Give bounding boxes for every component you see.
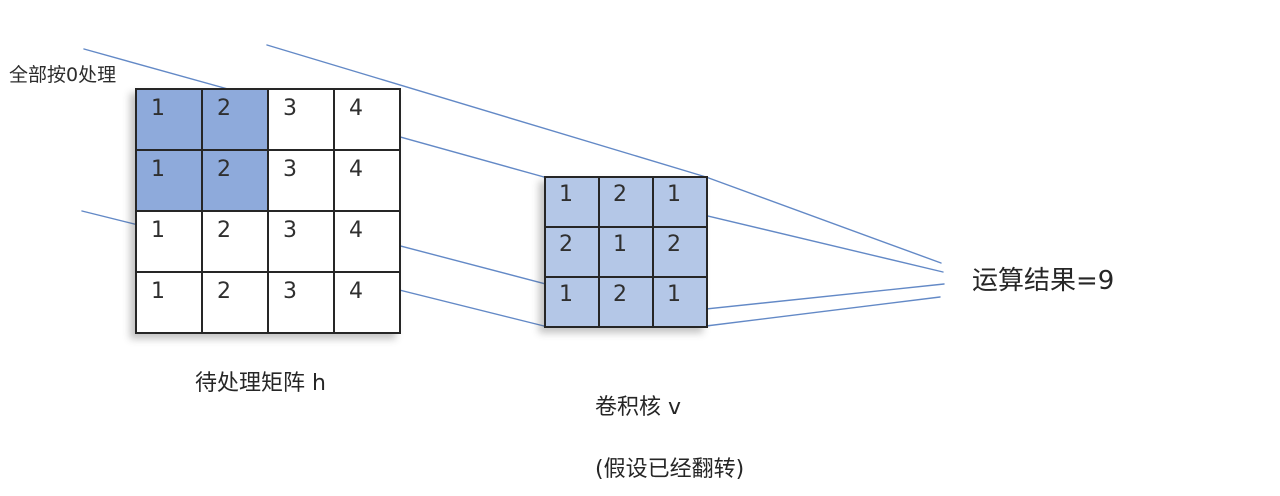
matrix-h-cell: 3 (269, 90, 335, 151)
matrix-h-cell: 4 (335, 90, 401, 151)
matrix-h-cell: 2 (203, 90, 269, 151)
kernel-v-cell: 1 (654, 278, 708, 328)
matrix-h-cell: 2 (203, 212, 269, 273)
matrix-h-cell: 3 (269, 212, 335, 273)
matrix-h-label: 待处理矩阵 h (195, 371, 326, 396)
kernel-v-label-line2: (假设已经翻转) (594, 457, 745, 482)
kernel-v-cell: 2 (600, 278, 654, 328)
result-label: 运算结果=9 (972, 266, 1115, 296)
kernel-v-cell: 2 (546, 228, 600, 278)
matrix-h-cell: 4 (335, 212, 401, 273)
kernel-v-cell: 2 (654, 228, 708, 278)
matrix-h-cell: 3 (269, 273, 335, 334)
kernel-v-cell: 2 (600, 178, 654, 228)
matrix-h-cell: 2 (203, 273, 269, 334)
kernel-v-cell: 1 (654, 178, 708, 228)
matrix-h-cell: 1 (137, 212, 203, 273)
matrix-h-cell: 3 (269, 151, 335, 212)
matrix-h-cell: 2 (203, 151, 269, 212)
kernel-v-cell: 1 (600, 228, 654, 278)
kernel-v-cell: 1 (546, 178, 600, 228)
matrix-h-cell: 1 (137, 90, 203, 151)
matrix-h-cell: 4 (335, 273, 401, 334)
matrix-h-cell: 4 (335, 151, 401, 212)
matrix-h-cell: 1 (137, 151, 203, 212)
kernel-v-label-line1: 卷积核 v (594, 395, 681, 420)
zero-padding-note: 全部按0处理 (9, 64, 117, 86)
kernel-v-label: 卷积核 v (假设已经翻转) (567, 361, 744, 496)
matrix-h-cell: 1 (137, 273, 203, 334)
connector-line-kernel-topright-to-result (705, 176, 942, 264)
kernel-v-cell: 1 (546, 278, 600, 328)
connector-line-kernel-botright-to-result (705, 296, 941, 327)
